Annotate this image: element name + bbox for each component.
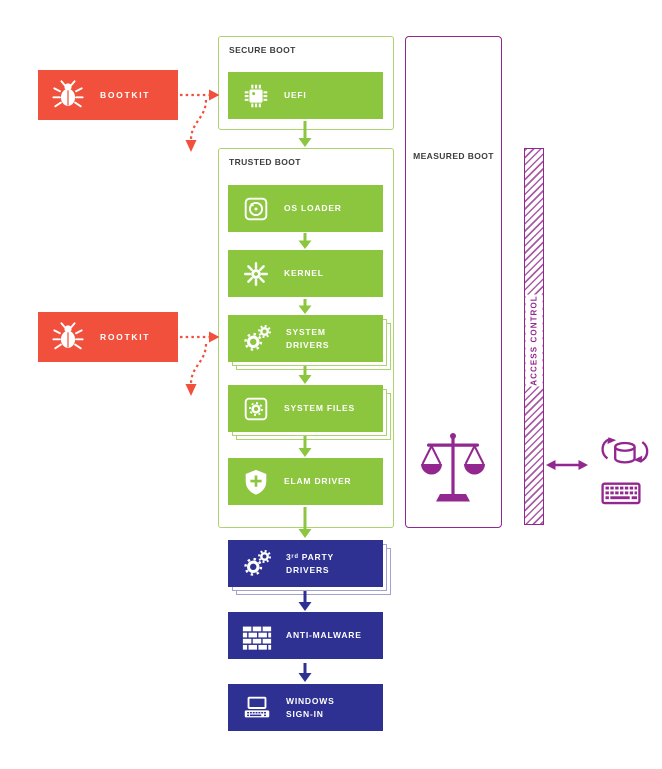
bootkit-attack-arrow [180, 89, 220, 101]
anti-malware-node: ANTI-MALWARE [228, 612, 383, 659]
bug-icon [51, 320, 85, 354]
rootkit-label: ROOTKIT [100, 331, 151, 342]
gears-icon [241, 323, 273, 355]
system-files-node: SYSTEM FILES [228, 385, 383, 432]
access-control-label: ACCESS CONTROL [525, 294, 543, 387]
bootkit-deflected-arrow [185, 100, 208, 152]
arrow-3rd-party-to-antimalware [298, 591, 312, 611]
double-arrow-icon [546, 460, 588, 470]
third-party-drivers-label: 3ʳᵈ PARTY DRIVERS [286, 552, 334, 575]
arrow-osloader-to-kernel [298, 233, 312, 249]
measured-boot-title: MEASURED BOOT [413, 151, 494, 161]
os-loader-node: OS LOADER [228, 185, 383, 232]
remote-attestation-icon [601, 437, 649, 505]
arrow-uefi-to-trusted-boot [298, 121, 312, 147]
windows-signin-node: WINDOWS SIGN-IN [228, 684, 383, 731]
chip-icon [241, 81, 271, 111]
arrow-antimalware-to-signin [298, 663, 312, 682]
scales-icon [421, 433, 485, 502]
arrow-system-files-to-elam [298, 436, 312, 457]
rootkit-deflected-arrow [185, 344, 208, 396]
system-files-label: SYSTEM FILES [284, 403, 355, 414]
system-drivers-node: SYSTEM DRIVERS [228, 315, 383, 362]
elam-driver-node: ELAM DRIVER [228, 458, 383, 505]
uefi-label: UEFI [284, 90, 307, 101]
rootkit-threat-box: ROOTKIT [38, 312, 178, 362]
gears-icon [241, 548, 273, 580]
bug-icon [51, 78, 85, 112]
trusted-boot-title: TRUSTED BOOT [229, 157, 301, 167]
third-party-drivers-node: 3ʳᵈ PARTY DRIVERS [228, 540, 383, 587]
windows-signin-label: WINDOWS SIGN-IN [286, 696, 335, 719]
os-loader-label: OS LOADER [284, 203, 342, 214]
kernel-label: KERNEL [284, 268, 324, 279]
uefi-node: UEFI [228, 72, 383, 119]
kernel-node: KERNEL [228, 250, 383, 297]
bootkit-threat-box: BOOTKIT [38, 70, 178, 120]
arrow-system-drivers-to-system-files [298, 366, 312, 384]
laptop-icon [241, 692, 273, 724]
file-gear-icon [241, 394, 271, 424]
shield-icon [241, 467, 271, 497]
rootkit-attack-arrow [180, 331, 220, 343]
elam-driver-label: ELAM DRIVER [284, 476, 352, 487]
disc-icon [241, 194, 271, 224]
arrow-elam-to-3rd-party [298, 507, 312, 538]
arrow-kernel-to-system-drivers [298, 299, 312, 314]
bootkit-label: BOOTKIT [100, 89, 151, 100]
secure-boot-title: SECURE BOOT [229, 45, 296, 55]
system-drivers-label: SYSTEM DRIVERS [286, 327, 330, 350]
kernel-gear-icon [241, 259, 271, 289]
brick-wall-icon [241, 620, 273, 652]
anti-malware-label: ANTI-MALWARE [286, 630, 362, 641]
